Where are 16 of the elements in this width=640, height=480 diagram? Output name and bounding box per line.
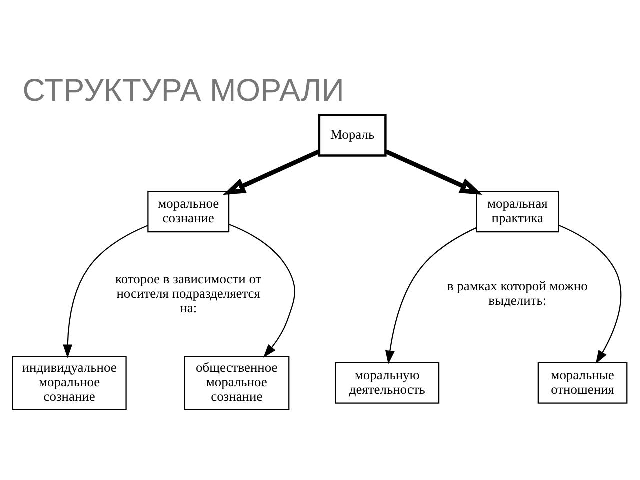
arrow [229, 224, 296, 358]
node-box: моральные отношения [538, 362, 628, 404]
arrow [558, 224, 622, 364]
node-box: Мораль [318, 114, 387, 156]
label: в рамках которой можно выделить: [447, 278, 588, 308]
node-box: общественное моральное сознание [184, 356, 290, 410]
label: которое в зависимости от носителя подразделяется на: [116, 270, 262, 315]
node-box: индивидуальное моральное сознание [12, 356, 127, 410]
arrow [223, 149, 320, 195]
arrow [63, 224, 148, 358]
arrow [385, 149, 483, 194]
arrow [386, 226, 477, 364]
node-box: моральная практика [476, 190, 560, 232]
node-box: моральное сознание [148, 190, 230, 232]
diagram-title: СТРУКТУРА МОРАЛИ [22, 72, 344, 108]
node-box: моральную деятельность [335, 362, 440, 404]
